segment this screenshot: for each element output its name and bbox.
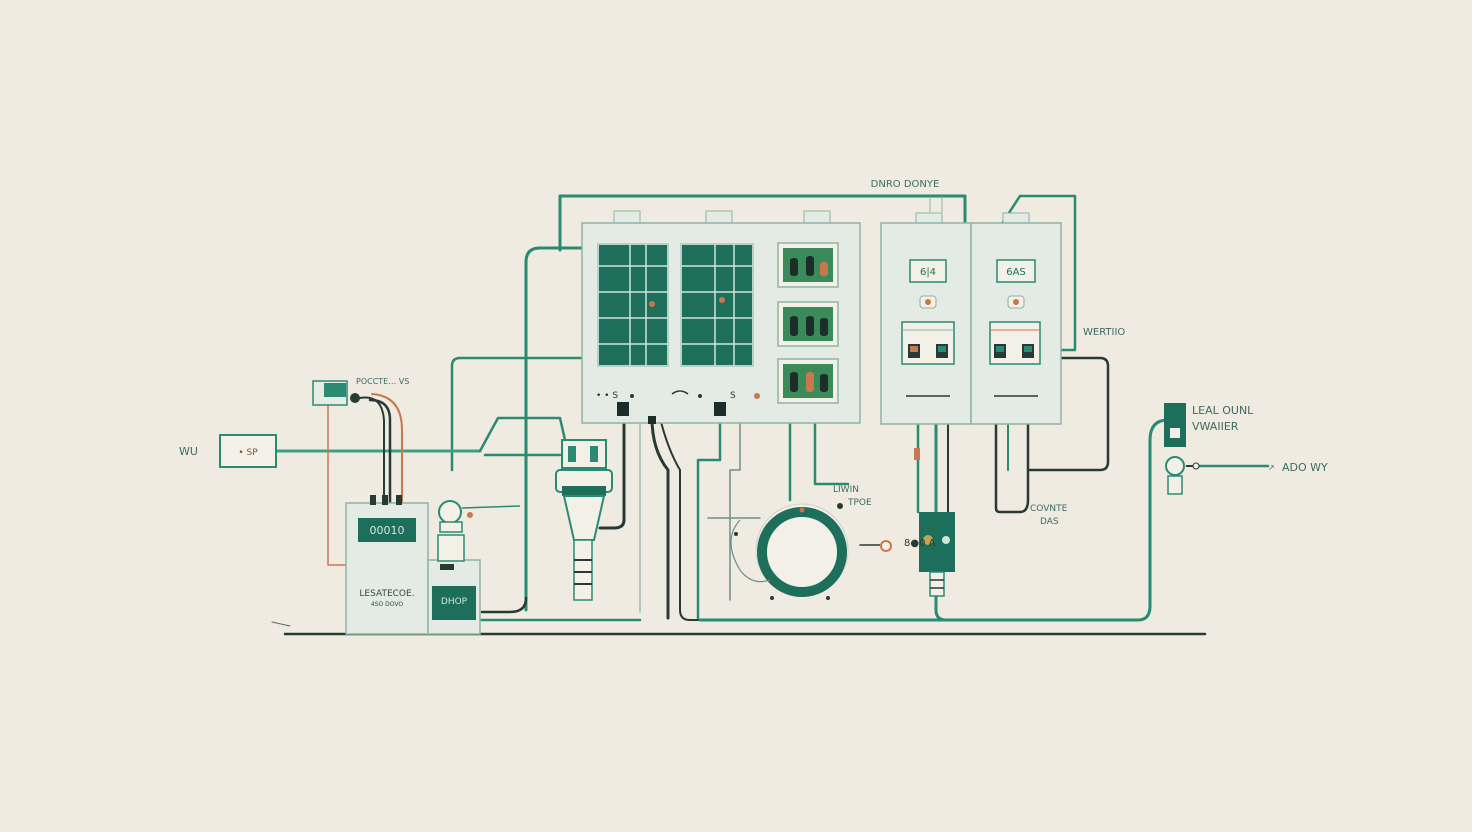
right-black-loop [1028, 356, 1110, 472]
panel-down-5 [729, 411, 741, 601]
right-out-label: ADO WY [1282, 461, 1328, 474]
feed-wire-2 [478, 416, 567, 453]
left-box-label-1: LESATECOE. [359, 589, 414, 599]
grid-screen-1 [597, 243, 669, 367]
right-mid-label-1: COVNTE [1030, 504, 1068, 514]
center-label-1: LIWIN [833, 485, 859, 495]
output-arrow: ↗ [1268, 463, 1275, 472]
module-window-1 [777, 242, 839, 288]
orange-wire-1 [371, 393, 403, 504]
module-window-2 [777, 301, 839, 347]
panel-1-strip: • • S [596, 391, 618, 401]
left-box-label-2: 4SO DOVO [371, 601, 403, 608]
top-label: DNRO DONYE [871, 179, 940, 190]
left-box-wire [480, 596, 528, 614]
small-device-top-left [312, 380, 360, 406]
panel-down-3 [659, 417, 701, 621]
panel-left-wire-2 [450, 356, 584, 472]
center-connector [555, 439, 613, 601]
ground-tick-left [271, 621, 291, 627]
panel-down-2 [650, 416, 670, 620]
right-vert-4 [994, 423, 1030, 514]
grid-screen-2 [680, 243, 754, 367]
small-box: DHOP [427, 559, 481, 635]
right-upper-label: WERTIIO [1083, 327, 1125, 338]
svg-text:S: S [730, 391, 736, 401]
right-small-box [919, 512, 955, 597]
panel-down-4 [696, 410, 722, 620]
left-switch-text: • SP [238, 448, 258, 458]
left-control-box: 00010 LESATECOE. 4SO DOVO [345, 495, 429, 635]
top-wire-right [1001, 194, 1077, 352]
wires [271, 194, 1270, 636]
right-panel-2: 6AS [970, 212, 1062, 425]
left-box-display: 00010 [370, 524, 405, 537]
ring-device [730, 503, 892, 600]
left-small-label: POCCTE… VS [356, 377, 409, 386]
top-wire [558, 194, 967, 252]
left-switch[interactable]: • SP [219, 434, 277, 468]
module-window-3 [777, 358, 839, 404]
left-thin-wire [327, 403, 347, 566]
bottom-teal-run [698, 418, 1170, 622]
main-panel: • • S S [581, 210, 861, 424]
right-output-device [1164, 403, 1200, 495]
right-mid-label-2: DAS [1040, 517, 1059, 527]
bottom-right-drop [934, 570, 948, 622]
meter-1: 6|4 [920, 267, 936, 278]
small-box-label: DHOP [441, 597, 468, 607]
right-label-2: VWAIIER [1192, 420, 1239, 433]
center-label-2: TPOE [847, 498, 872, 508]
left-in-label: WU [179, 445, 198, 458]
right-label-1: LEAL OUNL [1192, 404, 1254, 417]
panel-down-7 [813, 418, 850, 486]
meter-2: 6AS [1006, 267, 1026, 278]
black-wire-2 [359, 396, 385, 504]
small-box-2: 8●0 A [904, 538, 936, 549]
panel-down-1 [598, 413, 626, 530]
panel-bottom-strip: • • S S [596, 390, 760, 424]
valve-left [437, 500, 521, 562]
right-panel-1: 6|4 [880, 212, 972, 460]
panel-left-wire [524, 246, 584, 612]
